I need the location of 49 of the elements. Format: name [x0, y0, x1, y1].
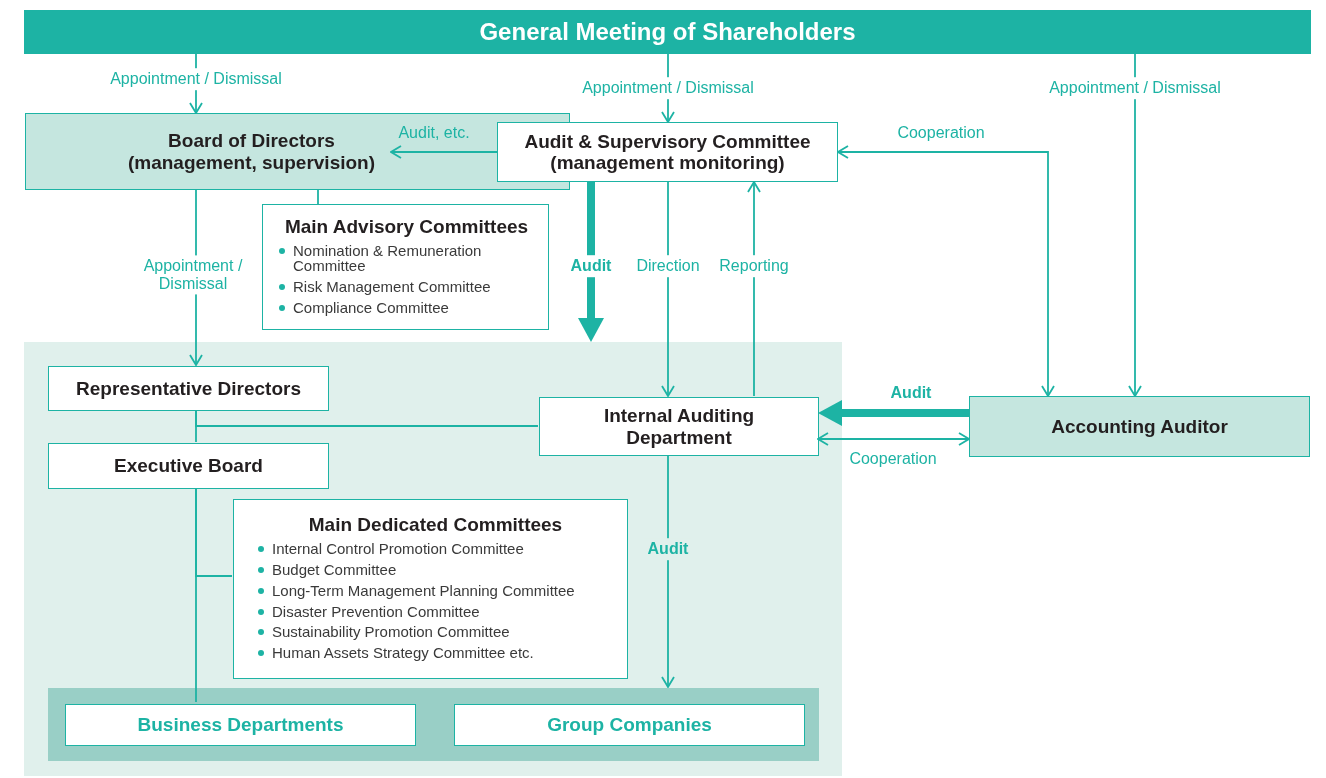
node-title: Audit & Supervisory Committee (management monitoring): [523, 130, 812, 174]
arrow: [390, 145, 498, 159]
arrow: [578, 182, 604, 342]
list-heading: Main Advisory Committees: [283, 215, 530, 238]
edge-label: Audit: [889, 383, 933, 404]
arrow: [817, 432, 970, 446]
node-title: Representative Directors: [76, 377, 301, 400]
edge-label: Audit, etc.: [397, 123, 471, 144]
connector-line: [195, 487, 233, 577]
arrow: [1128, 53, 1142, 397]
arrow: [747, 181, 761, 397]
list-item: Internal Control Promotion Committee: [252, 541, 619, 557]
process-box: [539, 397, 819, 456]
area-background: [24, 342, 842, 776]
arrow: [661, 454, 675, 688]
list-item: Human Assets Strategy Committee etc.: [252, 645, 619, 661]
list-item: Budget Committee: [252, 562, 619, 578]
process-box: [497, 122, 838, 182]
group-band: [48, 688, 819, 761]
list-heading: Main Dedicated Committees: [307, 514, 564, 537]
board-box: [25, 113, 498, 190]
node-title: Executive Board: [114, 455, 263, 477]
connector-line: [317, 189, 319, 205]
node-title: Internal Auditing Department: [602, 405, 756, 448]
board-box: [969, 396, 1310, 457]
arrow: [837, 145, 1055, 397]
edge-label: Cooperation: [848, 449, 938, 470]
node-title: Accounting Auditor: [1051, 415, 1228, 438]
list-item: Sustainability Promotion Committee: [252, 624, 619, 640]
list-item: Nomination & Remuneration Committee: [273, 242, 540, 274]
connector-line: [195, 409, 539, 427]
arrow: [818, 400, 969, 426]
edge-label: Cooperation: [896, 123, 986, 144]
node-title: Business Departments: [137, 714, 344, 736]
list-item: Long-Term Management Planning Committee: [252, 582, 619, 599]
node-title: Board of Directors (management, supervision): [126, 130, 377, 173]
unit-box: [65, 704, 416, 746]
unit-box: [454, 704, 805, 746]
node-title: Group Companies: [547, 714, 712, 736]
arrow: [661, 181, 675, 397]
header-band: [24, 10, 1311, 54]
node-title: General Meeting of Shareholders: [479, 18, 856, 46]
list-item: Risk Management Committee: [273, 279, 540, 295]
committee-box: [262, 204, 549, 330]
process-box: [48, 443, 329, 489]
list-item: Compliance Committee: [273, 299, 540, 316]
list-item: Disaster Prevention Committee: [252, 603, 619, 620]
committee-box: [233, 499, 628, 679]
process-box: [48, 366, 329, 411]
